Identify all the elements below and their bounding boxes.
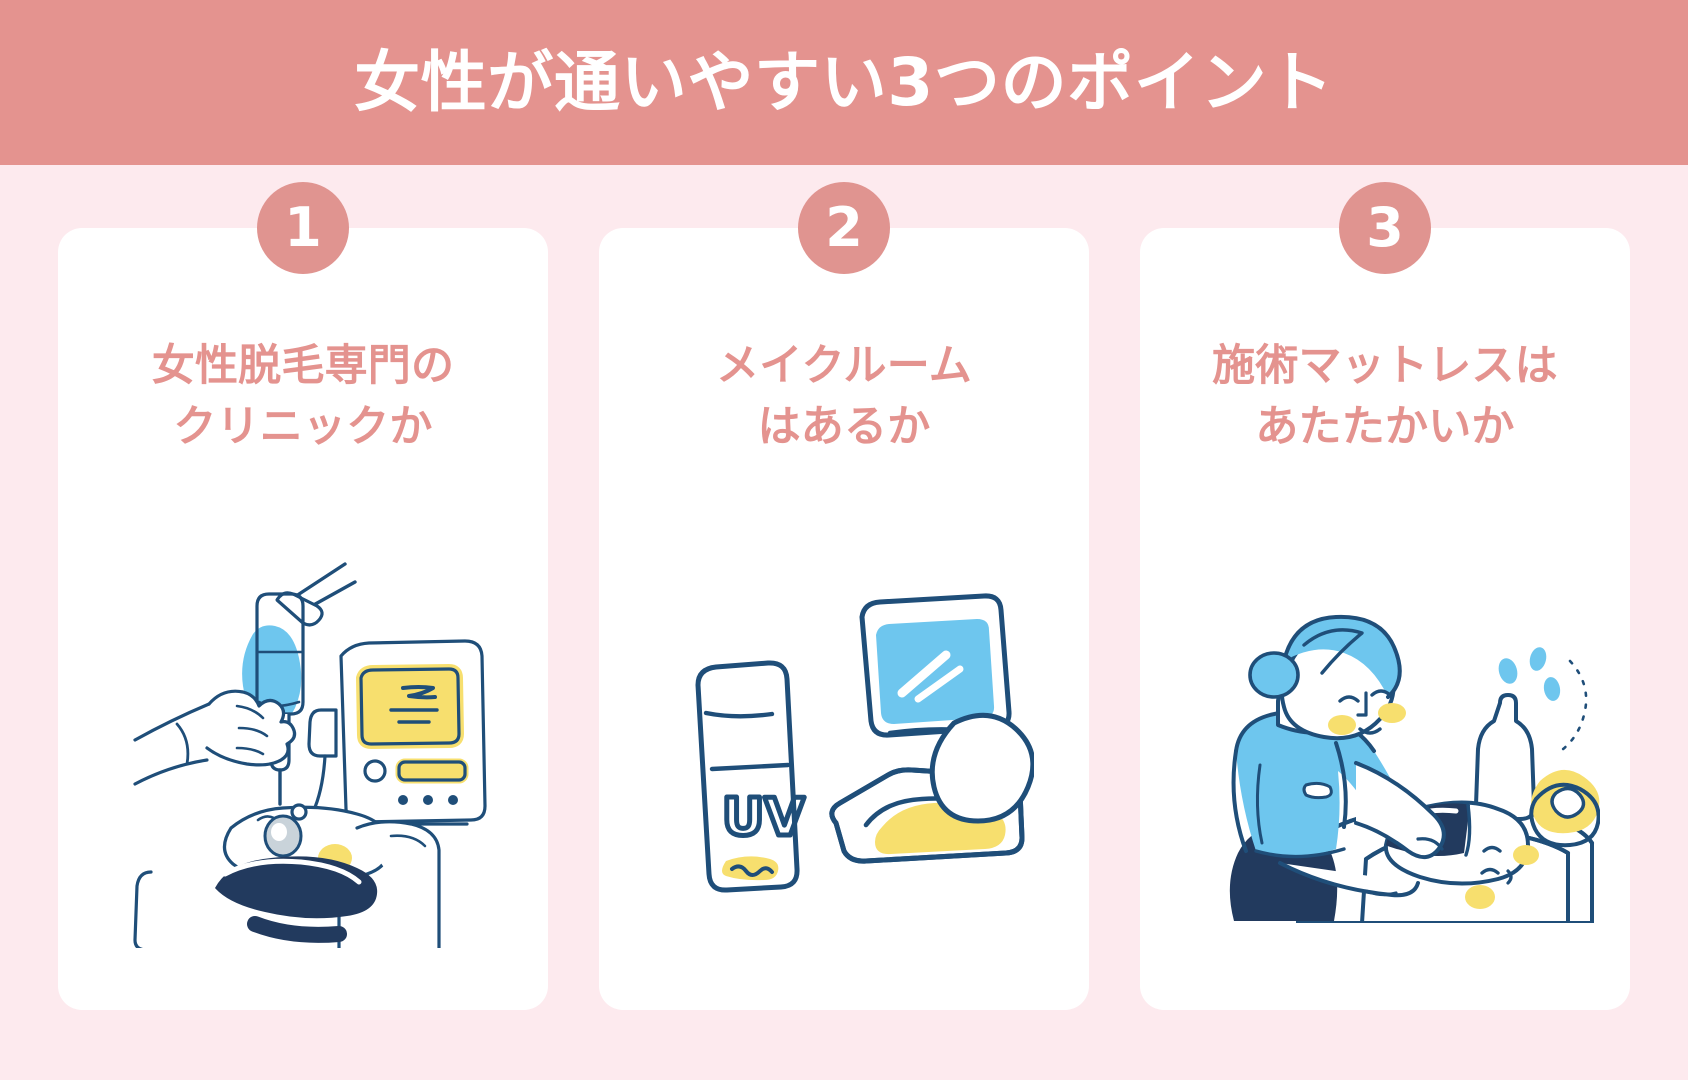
point-card-title-1-line1: 女性脱毛専門の: [151, 341, 455, 391]
point-card-3: 3 施術マットレスは あたたかいか: [1140, 182, 1630, 1010]
makeup-room-illustration: UV: [599, 508, 1089, 968]
page-title: 女性が通いやすい3つのポイント: [354, 43, 1334, 121]
point-number-badge-1: 1: [257, 182, 349, 274]
point-card-title-3-line2: あたたかいか: [1255, 402, 1515, 453]
point-card-2: 2 メイクルーム はあるか UV: [599, 182, 1089, 1010]
points-card-grid: 1 女性脱毛専門の クリニックか: [58, 182, 1630, 1010]
point-card-title-2-line2: はあるか: [757, 402, 931, 453]
point-card-title-3-line1: 施術マットレスは: [1212, 341, 1558, 391]
laser-hair-removal-illustration: [58, 508, 548, 968]
point-number-badge-3: 3: [1339, 182, 1431, 274]
mattress-treatment-illustration: [1140, 508, 1630, 968]
point-number-badge-2: 2: [798, 182, 890, 274]
uv-label-text: UV: [722, 788, 804, 848]
point-card-1: 1 女性脱毛専門の クリニックか: [58, 182, 548, 1010]
header-bar: 女性が通いやすい3つのポイント: [0, 0, 1688, 165]
point-card-title-2: メイクルーム はあるか: [599, 336, 1089, 458]
point-card-title-1-line2: クリニックか: [173, 402, 433, 453]
point-card-title-2-line1: メイクルーム: [716, 341, 972, 391]
point-card-title-3: 施術マットレスは あたたかいか: [1140, 336, 1630, 458]
point-card-title-1: 女性脱毛専門の クリニックか: [58, 336, 548, 458]
